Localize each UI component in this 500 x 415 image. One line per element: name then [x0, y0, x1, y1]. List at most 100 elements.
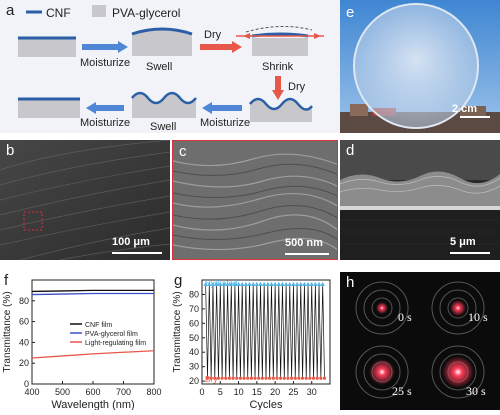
dry-point-g	[227, 376, 232, 380]
step-label-moisturize-3: Moisturize	[200, 117, 250, 129]
dry-point-g	[238, 376, 242, 380]
cycle-line-g	[205, 284, 325, 379]
hydrated-point-g	[269, 281, 274, 286]
panel-label-b: b	[6, 142, 15, 159]
hydrated-point-g	[218, 281, 223, 286]
film-shrink	[252, 38, 308, 56]
x-tick-label-g: 25	[288, 387, 298, 397]
dry-point-g	[216, 376, 221, 380]
hydrated-point-g	[232, 281, 238, 286]
hydrated-point-g	[225, 281, 230, 286]
time-label-25: 25 s	[392, 384, 412, 398]
legend-label-f-2: Light-regulating film	[85, 340, 146, 347]
dry-point-g	[286, 376, 290, 380]
dry-point-g	[249, 376, 253, 380]
hydrated-point-g	[298, 281, 303, 286]
dry-point-g	[297, 376, 301, 380]
dry-point-g	[282, 376, 286, 380]
scale-label-d: 5 μm	[450, 236, 476, 248]
panel-label-d: d	[346, 142, 355, 159]
time-label-10: 10 s	[468, 310, 488, 324]
film-wrinkled	[250, 99, 312, 122]
time-label-30: 30 s	[466, 384, 486, 398]
dry-point-g	[308, 376, 312, 380]
hydrated-point-g	[305, 281, 311, 286]
hydrated-point-g	[247, 281, 252, 286]
dry-point-g	[275, 376, 279, 380]
spot-group-25	[355, 345, 409, 399]
dry-point-g	[290, 376, 294, 380]
panel-label-e: e	[346, 4, 355, 21]
film-flat-2	[18, 100, 80, 118]
series-line-f-1	[31, 292, 154, 296]
scale-bar-e	[460, 116, 490, 118]
time-label-0: 0 s	[398, 310, 412, 324]
spot-group-30	[431, 345, 485, 399]
hydrated-point-g	[214, 281, 219, 286]
hydrated-point-g	[320, 281, 325, 286]
hydrated-point-g	[207, 281, 212, 286]
plot-frame-g	[201, 279, 331, 385]
hydrated-point-g	[309, 281, 314, 286]
hydrated-point-g	[221, 281, 227, 286]
cnf-legend-label: CNF	[46, 6, 71, 20]
pva-legend-label: PVA-glycerol	[112, 6, 180, 20]
dry-point-g	[260, 376, 264, 380]
panel-label-g: g	[174, 272, 183, 289]
series-line-f-0	[31, 289, 154, 293]
dry-point-g	[311, 376, 316, 380]
y-tick-label-f: 20	[19, 358, 29, 368]
step-label-swell-2: Swell	[150, 121, 176, 133]
y-tick-label-g: 60	[189, 318, 199, 328]
panel-label-a: a	[6, 2, 15, 19]
panel-label-c: c	[179, 143, 187, 160]
dry-point-g	[271, 376, 275, 380]
film-swell-1	[132, 29, 192, 56]
hydrated-point-g	[272, 281, 278, 286]
dry-point-g	[213, 376, 217, 380]
dry-point-g	[264, 376, 268, 380]
x-tick-label-g: 5	[218, 387, 223, 397]
scale-bar-c	[285, 253, 329, 255]
hydrated-point-g	[313, 281, 318, 286]
scale-bar-b	[112, 252, 162, 254]
x-axis-label-g: Cycles	[249, 399, 283, 410]
x-tick-label-g: 20	[270, 387, 280, 397]
sem-panel-b: b 100 μm	[0, 140, 170, 260]
step-label-dry-1: Dry	[204, 29, 222, 41]
hydrated-point-g	[302, 281, 307, 286]
film-disc	[353, 3, 479, 129]
legend-label-f-1: PVA-glycerol film	[85, 331, 138, 338]
hydrated-point-g	[291, 281, 296, 286]
hydrated-point-g	[254, 281, 260, 286]
step-label-moisturize-2: Moisturize	[80, 117, 130, 129]
x-tick-label-g: 10	[234, 387, 244, 397]
y-tick-label-f: 80	[19, 296, 29, 306]
panel-label-f: f	[4, 272, 9, 289]
dry-point-g	[246, 376, 250, 380]
y-tick-label-g: 80	[189, 289, 199, 299]
hydrated-point-g	[251, 281, 256, 286]
dry-point-g	[205, 376, 210, 380]
hydrated-point-g	[294, 281, 300, 286]
hydrated-point-g	[229, 281, 234, 286]
dry-point-g	[253, 376, 257, 380]
hydrated-point-g	[265, 281, 271, 286]
sem-panel-d: d 5 μm	[340, 140, 500, 260]
dry-point-g	[235, 376, 239, 380]
dry-point-g	[279, 376, 283, 380]
dry-point-g	[257, 376, 261, 380]
x-tick-label-g: 15	[252, 387, 262, 397]
x-tick-label-g: 30	[307, 387, 317, 397]
hydrated-point-g	[243, 281, 249, 286]
step-label-swell-1: Swell	[146, 61, 172, 73]
dry-point-g	[242, 376, 246, 380]
hydrated-point-g	[210, 281, 216, 286]
y-tick-label-g: 70	[189, 304, 199, 314]
dry-point-g	[322, 376, 327, 380]
series-line-f-2	[31, 350, 155, 359]
x-tick-label-f: 600	[85, 387, 100, 397]
